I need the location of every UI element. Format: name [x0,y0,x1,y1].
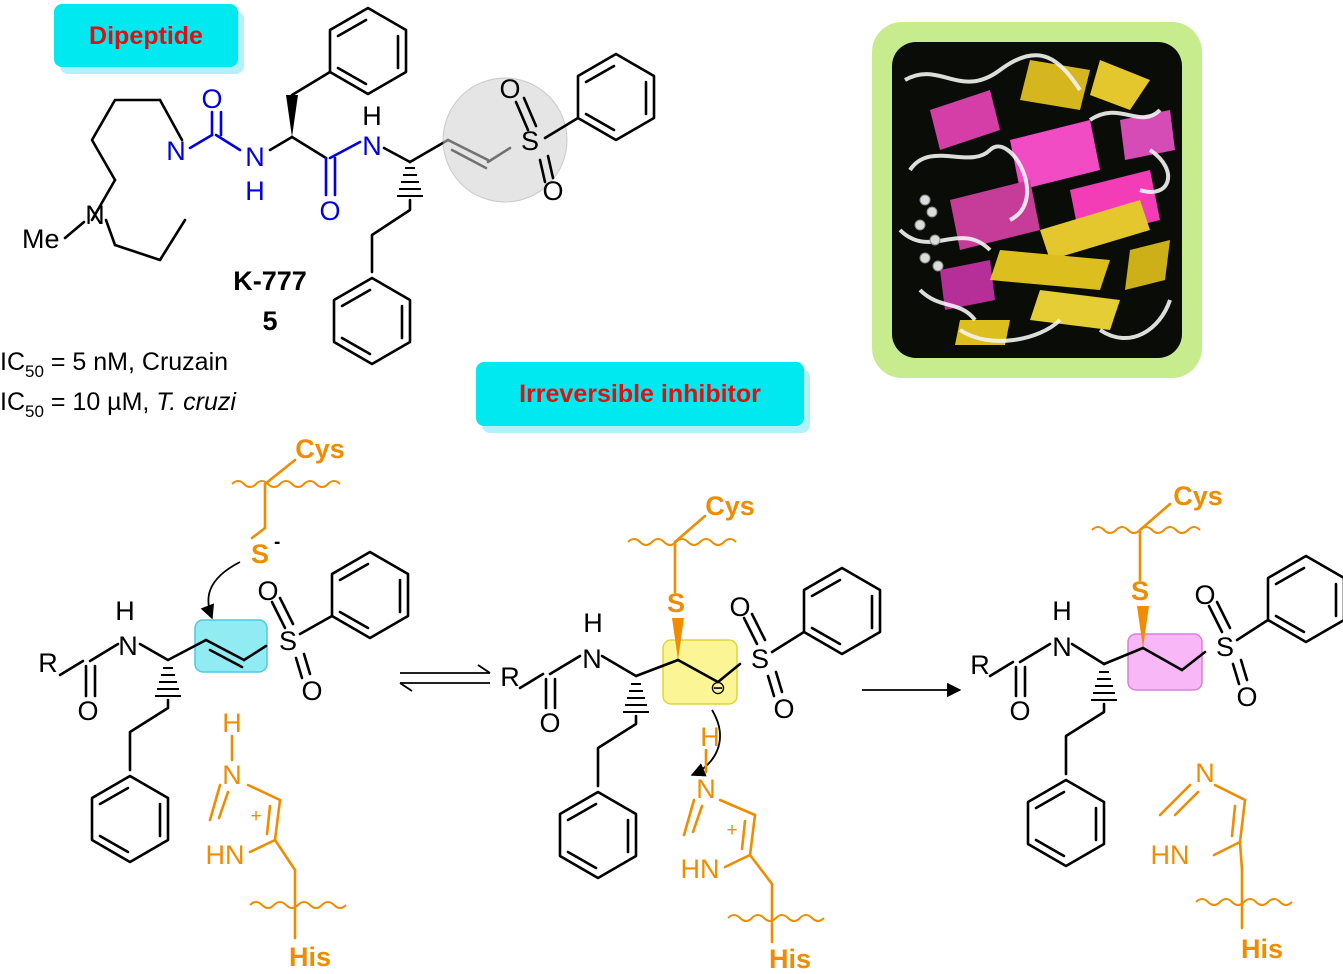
residue-his: His [769,944,811,974]
residue-cys: Cys [705,491,755,521]
residue-his: His [289,942,331,972]
atom-n: N [1052,632,1072,662]
atom-s: S [1216,632,1234,662]
atom-me: Me [22,224,60,254]
atom-o: O [1194,580,1215,610]
atom-o: O [257,576,278,606]
badge-dipeptide-label: Dipeptide [89,22,203,50]
atom-o: O [773,694,794,724]
atom-n: N [362,131,382,161]
ic50-sub: 50 [25,362,44,381]
ic50-tcruzi: IC50 = 10 µM, T. cruzi [0,388,237,421]
atom-n: N [1195,758,1215,788]
atom-o: O [539,708,560,738]
sulfur-s: S [667,588,685,618]
mechanism-step2: Cys S R O N H [500,491,882,974]
atom-o: O [729,592,750,622]
atom-h: H [362,101,382,131]
atom-h: H [222,708,242,738]
atom-o: O [301,676,322,706]
compound-name: K-777 [233,266,307,296]
ic50-organism: T. cruzi [156,388,237,416]
cruzain-structure-image [872,22,1202,378]
badge-irreversible: Irreversible inhibitor [476,362,810,433]
atom-h: H [700,722,720,752]
atom-s: S [751,644,769,674]
atom-h: H [245,176,265,206]
ic50-prefix: IC [0,388,25,416]
atom-r: R [970,650,990,680]
residue-his: His [1241,934,1283,964]
badge-dipeptide: Dipeptide [54,4,244,74]
thiolate-charge: - [274,532,280,553]
atom-o: O [542,176,563,206]
atom-o: O [499,74,520,104]
atom-n: N [222,760,242,790]
ic50-value: = 5 nM, Cruzain [44,348,228,376]
thiolate-s: S [251,539,269,569]
atom-r: R [500,662,520,692]
atom-n: N [582,644,602,674]
atom-hn: HN [681,854,720,884]
badge-irreversible-label: Irreversible inhibitor [519,380,761,408]
svg-text:IC50 = 10 µM, T. cruzi: IC50 = 10 µM, T. cruzi [0,388,237,421]
atom-n: N [85,200,105,230]
sulfur-s: S [1131,576,1149,606]
atom-n: N [166,136,186,166]
atom-hn: HN [1151,840,1190,870]
atom-s: S [279,626,297,656]
atom-o: O [1236,682,1257,712]
atom-n: N [696,774,716,804]
ic50-cruzain: IC50 = 5 nM, Cruzain [0,348,228,381]
atom-h: H [1052,596,1072,626]
atom-o: O [1009,696,1030,726]
mechanism-step1: Cys S - [38,434,410,972]
atom-hn: HN [206,840,245,870]
atom-n: N [118,631,138,661]
atom-o: O [319,196,340,226]
charge-plus: + [250,806,261,827]
atom-r: R [38,648,58,678]
atom-o: O [77,696,98,726]
mechanism-step3: Cys S R O N H [970,481,1343,964]
ic50-value: = 10 µM, [44,388,156,416]
residue-cys: Cys [1173,481,1223,511]
atom-o: O [201,84,222,114]
ic50-sub: 50 [25,402,44,421]
charge-plus: + [726,820,737,841]
equilibrium-arrow [399,664,491,692]
k777-structure: O N N H O N H N Me S O O K-777 5 [22,6,656,366]
atom-n: N [245,142,265,172]
carbanion-charge: ⊖ [710,678,726,699]
atom-s: S [521,126,539,156]
residue-cys: Cys [295,434,345,464]
ic50-prefix: IC [0,348,25,376]
compound-number: 5 [262,306,277,336]
atom-h: H [115,596,135,626]
svg-text:IC50 = 5 nM, Cruzain: IC50 = 5 nM, Cruzain [0,348,228,381]
atom-h: H [583,608,603,638]
